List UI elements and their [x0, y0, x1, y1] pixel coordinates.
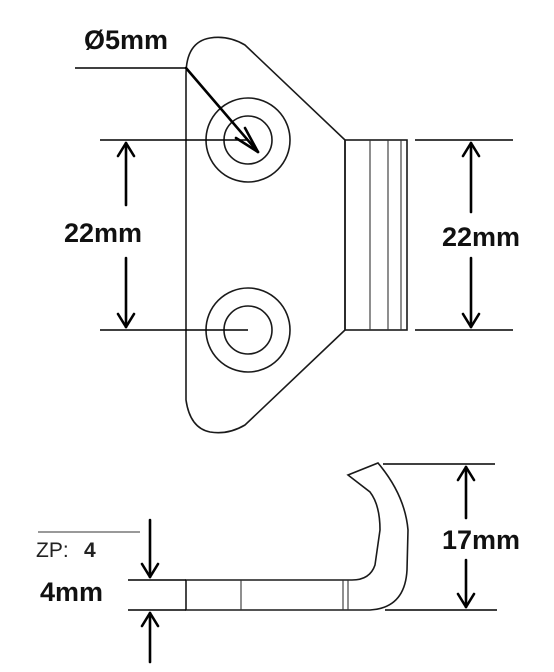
plate-top-view: [185, 36, 408, 434]
diameter-leader-arrow: [184, 66, 260, 154]
hole-diameter-label: Ø5mm: [84, 25, 168, 55]
tab-height-dimension: 22mm: [415, 139, 520, 331]
zp-annotation: ZP: 4: [36, 531, 140, 562]
height-dimension: 17mm: [383, 463, 520, 611]
hinge-tab: [344, 139, 408, 331]
zp-label: ZP:: [36, 539, 69, 562]
thickness-dimension: 4mm: [40, 518, 186, 664]
plate-side-view: [185, 462, 409, 611]
height-label: 17mm: [442, 525, 520, 555]
zp-value: 4: [84, 539, 96, 562]
hole-spacing-label: 22mm: [64, 218, 142, 248]
thickness-label: 4mm: [40, 577, 103, 607]
hole-diameter-callout: Ø5mm: [75, 25, 260, 154]
bent-plate-outline: [185, 462, 409, 611]
hole-spacing-dimension: 22mm: [64, 139, 248, 331]
tab-height-label: 22mm: [442, 222, 520, 252]
